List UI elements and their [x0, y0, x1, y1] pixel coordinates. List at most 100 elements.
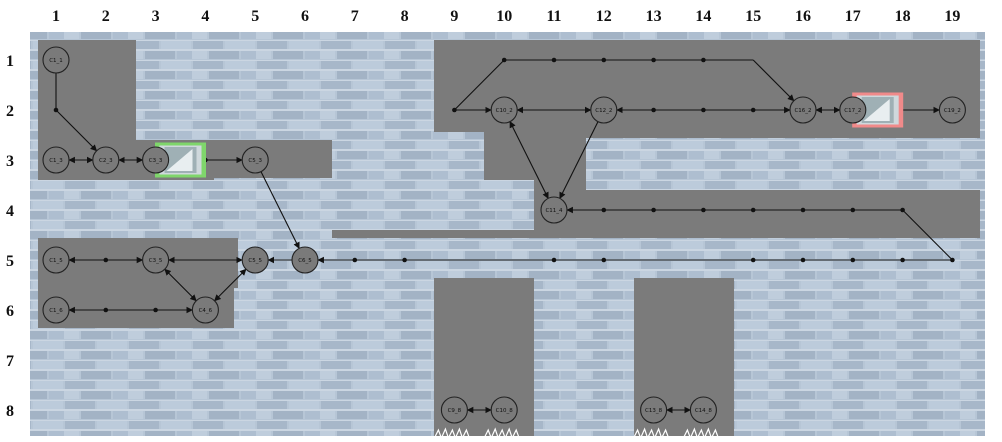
node-circle: [640, 396, 668, 424]
node-circle: [490, 96, 518, 124]
node-label: C1_6: [49, 308, 63, 314]
node-circle: [241, 246, 269, 274]
node-label: C16_2: [794, 108, 811, 114]
node-label: C19_2: [944, 108, 961, 114]
waypoint-dot: [800, 257, 806, 263]
node-C14_8: C14_8: [689, 396, 717, 424]
node-label: C1_1: [49, 58, 63, 64]
node-label: C12_2: [595, 108, 612, 114]
node-circle: [291, 246, 319, 274]
row-label: 6: [6, 303, 14, 320]
waypoint-dot: [452, 107, 457, 113]
waypoint-dot: [750, 207, 756, 213]
node-circle: [839, 96, 867, 124]
node-label: C5_3: [248, 158, 262, 164]
waypoint-dot: [153, 307, 158, 313]
grass-tuft: [682, 427, 719, 440]
node-circle: [191, 296, 219, 324]
node-label: C11_4: [545, 208, 563, 214]
waypoint-dot: [651, 207, 656, 213]
node-circle: [789, 96, 817, 124]
node-circle: [42, 46, 70, 74]
row-label: 2: [6, 103, 14, 120]
node-circle: [540, 196, 568, 224]
node-C4_6: C4_6: [191, 296, 219, 324]
node-C10_8: C10_8: [490, 396, 518, 424]
column-label: 11: [546, 8, 561, 25]
node-label: C2_3: [99, 158, 113, 164]
node-label: C9_8: [448, 408, 462, 414]
grass-tuft: [483, 427, 520, 440]
node-circle: [42, 296, 70, 324]
waypoint-dot: [651, 107, 656, 113]
node-circle: [938, 96, 966, 124]
column-label: 16: [795, 8, 811, 25]
node-C9_8: C9_8: [440, 396, 468, 424]
row-label: 4: [6, 203, 14, 220]
waypoint-dot: [900, 207, 905, 213]
node-label: C10_8: [496, 408, 514, 414]
grass-tuft: [433, 427, 470, 440]
node-C11_4: C11_4: [540, 196, 568, 224]
node-C5_5: C5_5: [241, 246, 269, 274]
node-circle: [42, 246, 70, 274]
node-C1_5: C1_5: [42, 246, 70, 274]
waypoint-dot: [900, 257, 905, 263]
column-label: 14: [695, 8, 711, 25]
column-label: 13: [646, 8, 662, 25]
node-circle: [92, 146, 120, 174]
column-label: 6: [301, 8, 309, 25]
column-label: 17: [845, 8, 861, 25]
node-circle: [590, 96, 618, 124]
waypoint-dot: [501, 57, 507, 63]
node-circle: [42, 146, 70, 174]
column-label: 3: [152, 8, 160, 25]
column-label: 15: [745, 8, 761, 25]
grass-tuft: [633, 427, 670, 440]
waypoint-dot: [601, 207, 607, 213]
waypoint-dot: [352, 257, 358, 263]
floor-room-top-left: [38, 40, 980, 238]
node-label: C1_5: [49, 258, 63, 264]
waypoint-dot: [103, 307, 109, 313]
waypoint-dot: [551, 257, 557, 263]
node-C2_3: C2_3: [92, 146, 120, 174]
node-label: C3_3: [149, 158, 163, 164]
column-label: 1: [52, 8, 60, 25]
node-circle: [142, 146, 170, 174]
node-C19_2: C19_2: [938, 96, 966, 124]
node-label: C4_6: [199, 308, 213, 314]
waypoint-dot: [800, 207, 806, 213]
edge-C4_6-C5_5: [214, 268, 247, 302]
node-C13_8: C13_8: [640, 396, 668, 424]
floor-lower-row: [38, 278, 238, 288]
column-label: 7: [351, 8, 359, 25]
column-label: 5: [251, 8, 259, 25]
column-label: 19: [944, 8, 960, 25]
waypoint-dot: [103, 257, 109, 263]
node-C6_5: C6_5: [291, 246, 319, 274]
row-label: 1: [6, 53, 14, 70]
node-C1_1: C1_1: [42, 46, 70, 74]
column-label: 10: [496, 8, 512, 25]
node-label: C1_3: [49, 158, 63, 164]
waypoint-dot: [601, 257, 607, 263]
node-C1_6: C1_6: [42, 296, 70, 324]
waypoint-dot: [701, 107, 706, 113]
edge-C3_5-C4_6: [164, 268, 197, 302]
node-circle: [142, 246, 170, 274]
node-C1_3: C1_3: [42, 146, 70, 174]
row-label: 3: [6, 153, 14, 170]
node-label: C13_8: [645, 408, 663, 414]
edge-C5_3-C6_5: [260, 171, 300, 249]
waypoint-dot: [950, 257, 955, 263]
waypoint-dot: [601, 57, 607, 63]
node-label: C5_5: [248, 258, 262, 264]
node-C5_3: C5_3: [241, 146, 269, 174]
waypoint-dot: [551, 57, 557, 63]
node-C16_2: C16_2: [789, 96, 817, 124]
waypoint-dot: [750, 107, 756, 113]
